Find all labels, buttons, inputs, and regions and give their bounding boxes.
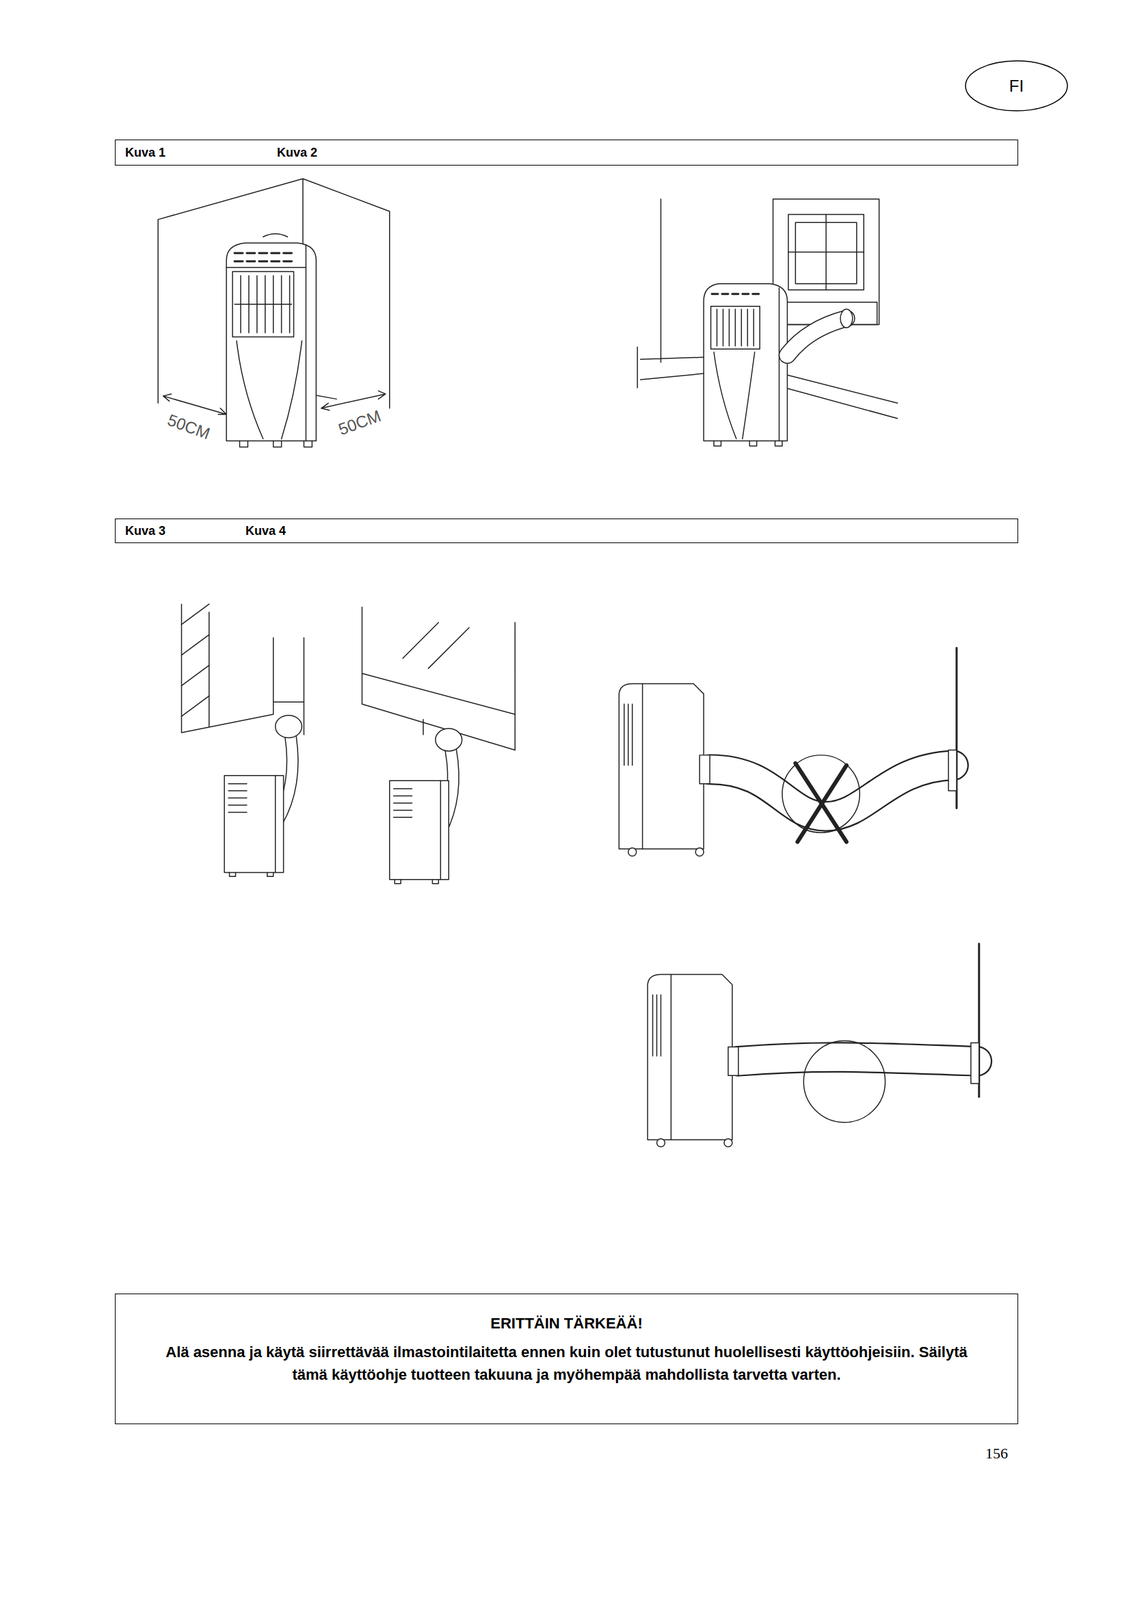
wheel — [724, 1138, 733, 1147]
language-badge: FI — [964, 59, 1069, 113]
dimension-label: 50CM — [164, 410, 213, 444]
wheels — [239, 441, 312, 448]
air-grille — [232, 271, 294, 337]
figure-header-bar: Kuva 3 Kuva 4 — [114, 518, 1019, 543]
air-conditioner-body — [703, 283, 788, 442]
air-conditioner-body — [224, 775, 284, 873]
unit-body — [618, 683, 704, 849]
wheels — [713, 441, 783, 446]
window-variant-figure — [181, 603, 515, 884]
unit-body — [647, 974, 733, 1140]
window-kit — [970, 1042, 980, 1084]
unit-details — [228, 775, 276, 873]
body-contour — [713, 352, 755, 439]
grille-louvres — [716, 309, 754, 347]
control-panel — [234, 253, 292, 262]
hose-nozzle — [435, 728, 463, 751]
highlight-circle — [803, 1040, 885, 1122]
window-kit — [948, 749, 957, 791]
wheel — [628, 847, 637, 857]
wall-hatch — [181, 603, 209, 716]
hose-connector — [699, 754, 710, 784]
body-edge — [778, 287, 780, 442]
unit-details — [393, 780, 442, 880]
air-conditioner-side — [647, 974, 739, 1147]
handle — [263, 233, 288, 237]
window-pane — [788, 214, 864, 290]
exhaust-hose-fill — [787, 318, 847, 356]
window-sill — [361, 607, 515, 751]
window-frame — [773, 198, 880, 325]
figure-number: Kuva 2 — [276, 145, 318, 161]
figure-header-bar: Kuva 1 Kuva 2 — [114, 139, 1019, 166]
exhaust-hose — [787, 318, 847, 356]
wrong-mark — [795, 763, 847, 842]
hose-connector — [728, 1046, 739, 1075]
body-edge — [226, 244, 306, 441]
air-conditioner-side — [618, 683, 710, 856]
badge-ellipse — [965, 60, 1068, 111]
air-conditioner-body — [226, 242, 316, 441]
body-contour — [236, 340, 302, 439]
warning-box: ERITTÄIN TÄRKEÄÄ! Alä asenna ja käytä sii… — [114, 1293, 1019, 1424]
wheels — [229, 871, 274, 876]
corner-figure — [157, 178, 390, 447]
line-art — [157, 178, 980, 1147]
unit-details — [653, 974, 672, 1140]
badge-text: FI — [1009, 76, 1024, 96]
wheels — [394, 879, 439, 884]
figure-number: Kuva 1 — [125, 145, 166, 161]
page-number: 156 — [985, 1444, 1008, 1462]
highlight-circle — [782, 754, 860, 833]
grille-louvres — [234, 275, 292, 334]
hose-nozzle — [275, 715, 303, 738]
dimension-label: 50CM — [335, 406, 384, 439]
hose-routing-figure — [618, 647, 979, 1147]
air-conditioner-body — [389, 780, 450, 880]
window-bars — [788, 214, 864, 290]
straight-hose — [738, 1057, 978, 1062]
warning-heading: ERITTÄIN TÄRKEÄÄ! — [115, 1314, 1018, 1333]
air-grille — [711, 306, 761, 350]
control-panel — [711, 292, 760, 295]
unit-details — [624, 683, 643, 849]
warning-text: Alä asenna ja käytä siirrettävää ilmasto… — [160, 1340, 974, 1386]
figure-number: Kuva 3 — [125, 523, 166, 539]
straight-hose-fill — [738, 1057, 978, 1062]
wheel — [695, 847, 704, 857]
window-figure — [637, 198, 898, 446]
hose-nozzle — [840, 309, 853, 328]
wheel — [656, 1138, 665, 1147]
figure-number: Kuva 4 — [245, 523, 286, 539]
